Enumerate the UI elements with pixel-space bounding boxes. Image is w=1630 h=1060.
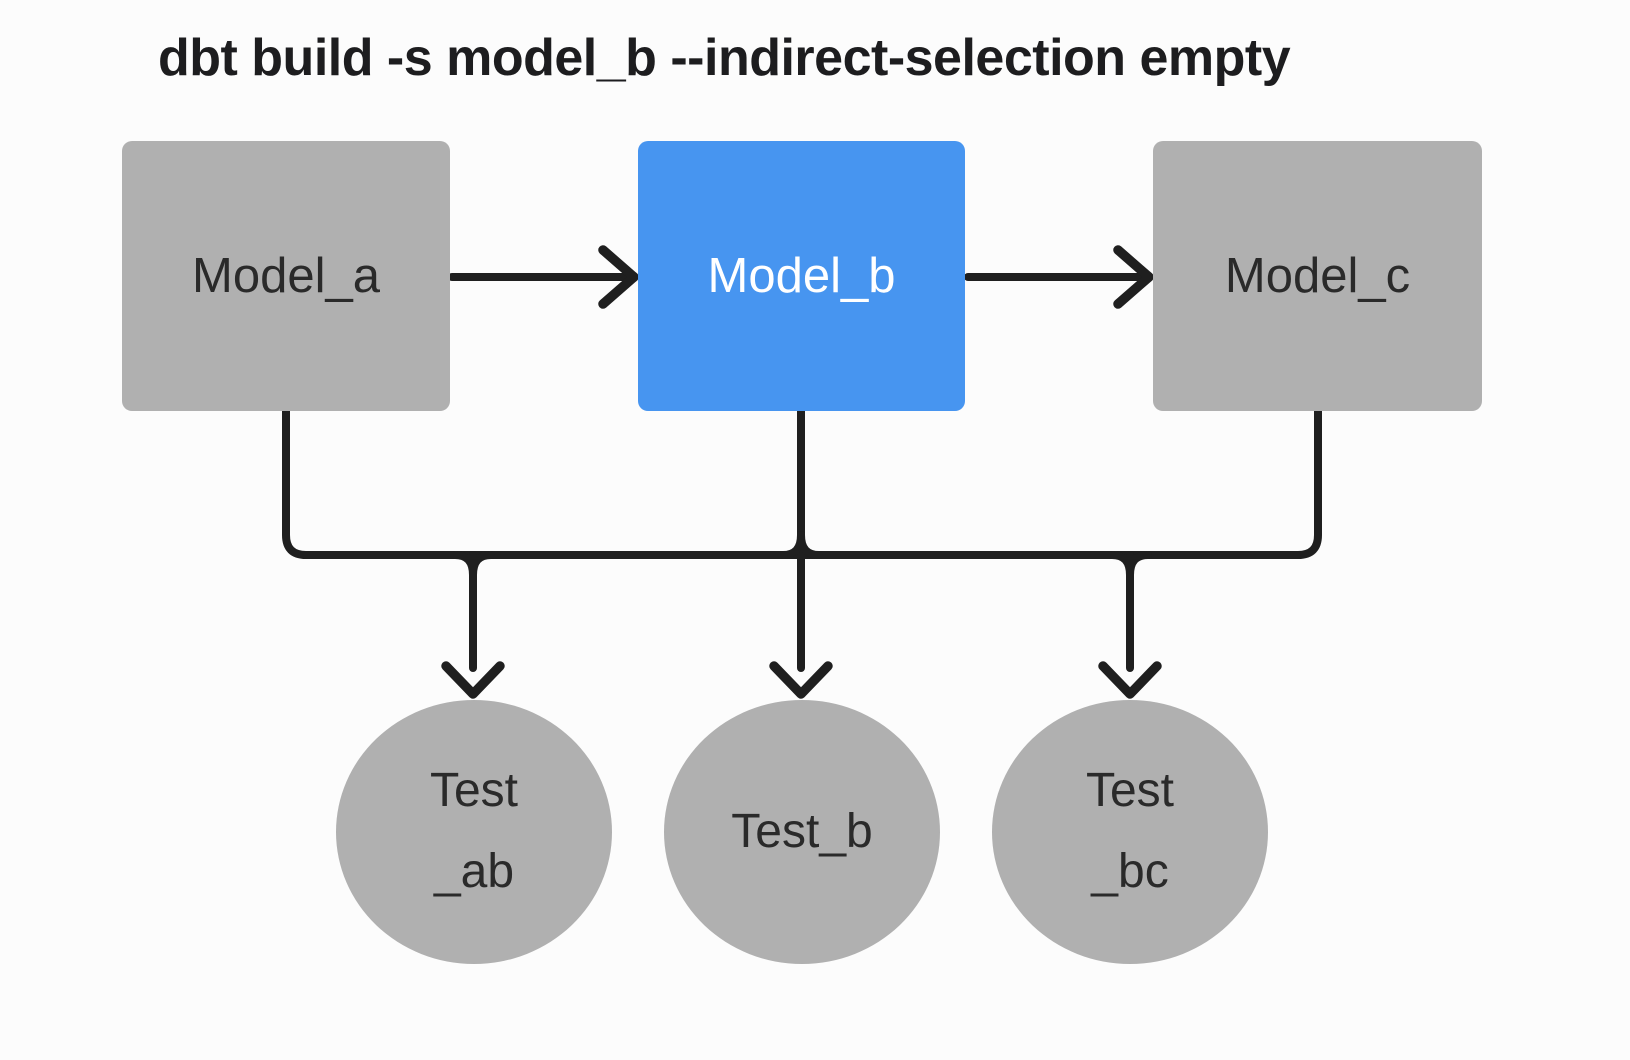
- node-model-a: Model_a: [122, 141, 450, 411]
- node-test-b: Test_b: [664, 700, 940, 964]
- node-test-bc-label-line1: Test: [1085, 764, 1175, 818]
- node-model-c-label: Model_c: [1224, 249, 1411, 303]
- node-test-b-label: Test_b: [731, 804, 873, 858]
- node-test-ab: Test _ab: [336, 700, 612, 964]
- edge-model-b-to-model-c: [964, 245, 1154, 309]
- diagram-title: dbt build -s model_b --indirect-selectio…: [158, 29, 1291, 87]
- edge-model-a-to-model-b: [448, 245, 639, 309]
- node-model-c: Model_c: [1153, 141, 1482, 411]
- edge-bus-to-test-ab: [441, 551, 505, 699]
- node-test-ab-label-line2: _ab: [433, 845, 515, 898]
- node-test-bc: Test _bc: [992, 700, 1268, 964]
- edge-model-a-to-bus: [282, 407, 477, 559]
- node-model-b-selected: Model_b: [638, 141, 965, 411]
- node-test-bc-label-line2: _bc: [1091, 845, 1169, 898]
- node-model-a-label: Model_a: [192, 249, 380, 303]
- edge-model-b-to-test-b: [769, 407, 833, 699]
- node-test-ab-label-line1: Test: [429, 764, 519, 818]
- node-model-b-label: Model_b: [707, 249, 896, 303]
- edge-model-c-to-bus: [1126, 407, 1322, 559]
- edge-bus-to-test-bc: [1098, 551, 1162, 699]
